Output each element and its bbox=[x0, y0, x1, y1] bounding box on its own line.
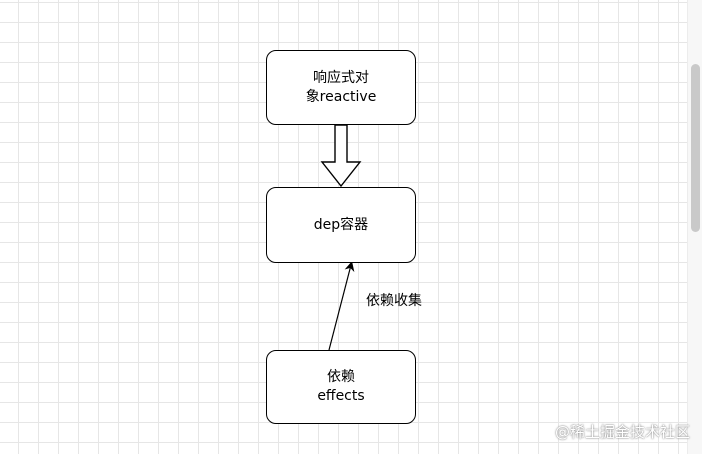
vertical-scrollbar[interactable] bbox=[687, 0, 702, 454]
arrow-effects-to-dep bbox=[328, 261, 355, 351]
node-effects[interactable]: 依赖 effects bbox=[266, 350, 416, 424]
node-reactive-line-2: 象reactive bbox=[305, 88, 377, 105]
node-reactive-line-1: 响应式对 bbox=[313, 69, 369, 86]
node-effects-line-2: effects bbox=[317, 388, 365, 404]
edge-label-dependency-collection: 依赖收集 bbox=[366, 293, 422, 309]
node-effects-line-1: 依赖 bbox=[326, 369, 355, 385]
node-dep-line-1: dep容器 bbox=[313, 216, 369, 233]
block-arrow-reactive-to-dep bbox=[320, 124, 362, 188]
node-reactive[interactable]: 响应式对 象reactive bbox=[266, 50, 416, 125]
scrollbar-thumb[interactable] bbox=[691, 64, 700, 232]
watermark: @稀土掘金技术社区 bbox=[554, 423, 690, 441]
node-dep[interactable]: dep容器 bbox=[266, 187, 416, 263]
